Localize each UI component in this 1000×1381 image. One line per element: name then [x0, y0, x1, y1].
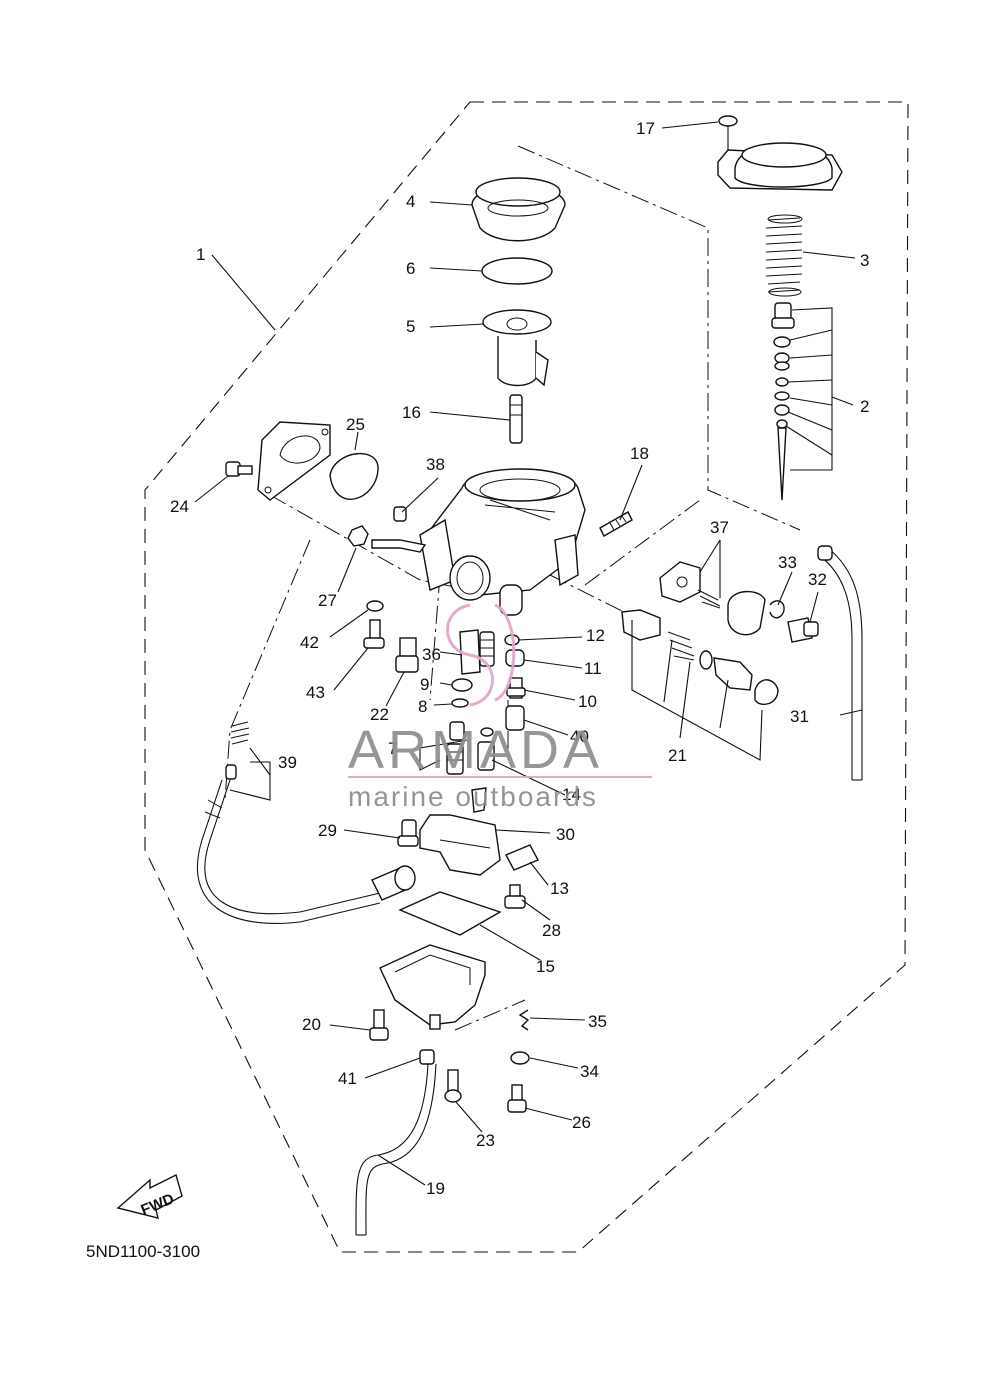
- throttle-cable-39: [196, 721, 416, 924]
- callout-16: 16: [402, 403, 421, 422]
- part-13: [505, 844, 539, 871]
- spring-clip-35: [518, 1009, 530, 1031]
- callout-5: 5: [406, 317, 415, 336]
- callout-11: 11: [584, 659, 602, 678]
- screw-26: [507, 1084, 527, 1113]
- o-ring-seal: [329, 453, 379, 500]
- vent-hose-31: [817, 545, 863, 781]
- callout-28: 28: [542, 921, 561, 940]
- watermark-brand: ARMADA: [348, 720, 603, 780]
- callout-10: 10: [578, 692, 597, 711]
- callout-33: 33: [778, 553, 797, 572]
- callout-31: 31: [790, 707, 809, 726]
- callout-6: 6: [406, 259, 415, 278]
- callout-32: 32: [808, 570, 827, 589]
- callout-40: 40: [570, 727, 589, 746]
- screw-20: [369, 1009, 389, 1041]
- callout-30: 30: [556, 825, 575, 844]
- clamp-41: [419, 1049, 435, 1065]
- callout-17: 17: [636, 119, 655, 138]
- leader-lines: [194, 121, 863, 1186]
- callout-13: 13: [550, 879, 569, 898]
- washer-42: [366, 600, 384, 612]
- part-30: [419, 814, 501, 876]
- armada-watermark: ARMADA marine outboards: [348, 603, 652, 812]
- callout-3: 3: [860, 251, 869, 270]
- callout-42: 42: [300, 633, 319, 652]
- screw-38: [393, 506, 407, 522]
- screw-29: [397, 819, 419, 847]
- callout-2: 2: [860, 397, 869, 416]
- diaphragm-cover: [471, 177, 566, 242]
- callout-34: 34: [580, 1062, 599, 1081]
- forward-direction-indicator: FWD: [116, 1173, 183, 1219]
- assembly-boundary: [144, 101, 909, 1253]
- choke-assembly: [659, 561, 819, 643]
- callout-35: 35: [588, 1012, 607, 1031]
- washer-34: [510, 1051, 530, 1065]
- callout-15: 15: [536, 957, 555, 976]
- callout-43: 43: [306, 683, 325, 702]
- diagram-code: 5ND1100-3100: [86, 1242, 200, 1261]
- callout-39: 39: [278, 753, 297, 772]
- callout-4: 4: [406, 192, 415, 211]
- jet-needle-set: [771, 302, 795, 501]
- callout-27: 27: [318, 591, 337, 610]
- part-14: [477, 727, 495, 771]
- callout-18: 18: [630, 444, 649, 463]
- pilot-screw: [599, 511, 633, 537]
- callout-23: 23: [476, 1131, 495, 1150]
- carburetor-body: [371, 468, 586, 616]
- washer-9: [451, 678, 473, 692]
- callout-41: 41: [338, 1069, 357, 1088]
- callout-20: 20: [302, 1015, 321, 1034]
- float-bowl: [379, 944, 486, 1030]
- callout-22: 22: [370, 705, 389, 724]
- drain-hose-19: [355, 1063, 437, 1236]
- callout-38: 38: [426, 455, 445, 474]
- callout-19: 19: [426, 1179, 445, 1198]
- main-jet-10: [506, 677, 526, 699]
- part-40: [505, 705, 525, 731]
- callout-9: 9: [420, 675, 429, 694]
- callout-37: 37: [710, 518, 729, 537]
- callout-8: 8: [418, 697, 427, 716]
- drain-screw-23: [444, 1069, 462, 1103]
- spring: [765, 214, 803, 297]
- screw-43: [363, 619, 385, 649]
- callout-1: 1: [196, 245, 205, 264]
- callout-25: 25: [346, 415, 365, 434]
- callout-12: 12: [586, 626, 605, 645]
- callout-36: 36: [422, 645, 441, 664]
- insulator-gasket: [257, 421, 331, 501]
- needle-jet: [509, 394, 523, 444]
- watermark-logo-icon: [446, 603, 516, 707]
- float-gasket-15: [398, 891, 502, 936]
- screw-28: [504, 884, 526, 909]
- part-36: [459, 629, 481, 675]
- vacuum-piston: [482, 309, 552, 387]
- callout-14: 14: [562, 785, 581, 804]
- callout-24: 24: [170, 497, 189, 516]
- callout-7: 7: [388, 739, 397, 758]
- nut-27: [347, 525, 369, 547]
- callout-29: 29: [318, 821, 337, 840]
- callout-26: 26: [572, 1113, 591, 1132]
- o-ring: [481, 257, 553, 285]
- part-7b: [471, 787, 487, 813]
- pilot-jet-7: [446, 721, 465, 775]
- callout-21: 21: [668, 746, 687, 765]
- part-22: [395, 637, 419, 673]
- screw-24: [225, 461, 253, 477]
- carb-top-cap: [717, 115, 843, 191]
- watermark-tagline: marine outboards: [348, 781, 598, 812]
- washer-8: [451, 698, 469, 708]
- callout-labels: 1 2 3 4 5 6 7 8 9 10 11 12 13 14 15 16 1…: [170, 119, 869, 1198]
